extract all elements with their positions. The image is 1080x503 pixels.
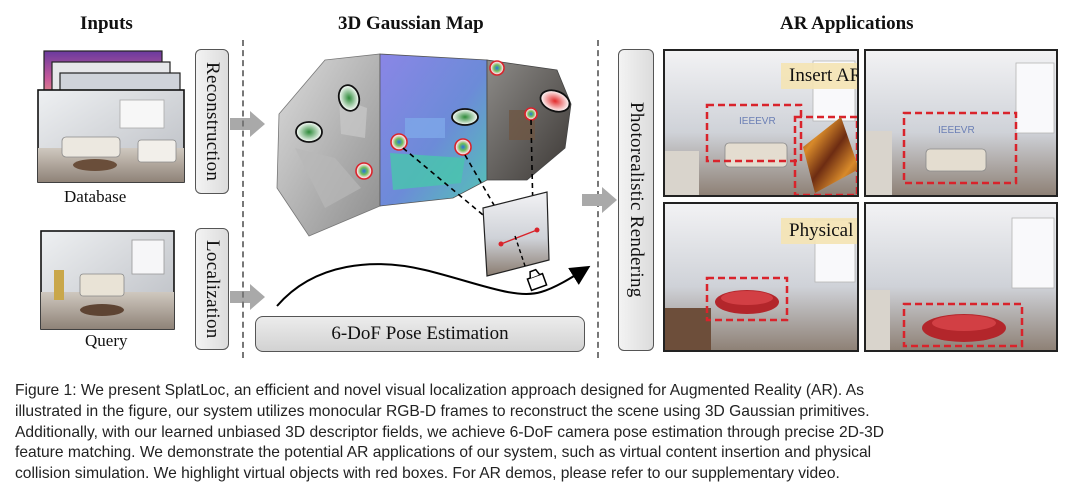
caption-line: feature matching. We demonstrate the pot… bbox=[15, 444, 872, 462]
watermark-text-2: IEEEVR bbox=[938, 125, 975, 136]
camera-trajectory bbox=[276, 263, 591, 307]
ar-panel-insert-2: IEEEVR bbox=[864, 49, 1058, 197]
left-divider bbox=[242, 40, 244, 358]
caption-line: Additionally, with our learned unbiased … bbox=[15, 423, 885, 441]
pose-estimation-box: 6-DoF Pose Estimation bbox=[255, 316, 585, 352]
reconstruction-text: Reconstruction bbox=[202, 61, 223, 182]
caption-line: collision simulation. We highlight virtu… bbox=[15, 465, 840, 483]
inputs-title: Inputs bbox=[80, 13, 133, 34]
camera-icon bbox=[526, 268, 548, 292]
gaussian-map bbox=[276, 53, 572, 277]
map-title: 3D Gaussian Map bbox=[338, 13, 484, 34]
localization-label: Localization bbox=[195, 228, 229, 350]
database-label: Database bbox=[64, 187, 127, 206]
localization-arrow bbox=[230, 284, 265, 310]
watermark-text-1: IEEEVR bbox=[739, 116, 776, 127]
caption-line: illustrated in the figure, our system ut… bbox=[15, 402, 870, 420]
ar-panel-collision-2 bbox=[864, 202, 1058, 352]
ar-title: AR Applications bbox=[780, 13, 914, 34]
reconstruction-arrow bbox=[230, 111, 265, 137]
reconstruction-label: Reconstruction bbox=[195, 49, 229, 194]
ar-panel-collision-1: Physical Collision bbox=[663, 202, 859, 352]
localization-text: Localization bbox=[202, 239, 223, 339]
caption-line: Figure 1: We present SplatLoc, an effici… bbox=[15, 382, 864, 399]
database-images bbox=[37, 50, 185, 183]
query-label: Query bbox=[85, 331, 128, 350]
insert-ar-objects-tag: Insert AR Objects bbox=[781, 63, 857, 89]
ar-panel-insert-1: IEEEVR Insert AR Objects bbox=[663, 49, 859, 197]
figure-caption: Figure 1: We present SplatLoc, an effici… bbox=[15, 381, 1070, 485]
mesh-view bbox=[276, 53, 381, 237]
rendering-arrow bbox=[582, 187, 617, 213]
photorealistic-rendering-label: Photorealistic Rendering bbox=[618, 49, 654, 351]
query-image bbox=[40, 230, 175, 330]
physical-collision-tag: Physical Collision bbox=[781, 218, 857, 244]
pose-estimation-label: 6-DoF Pose Estimation bbox=[331, 323, 509, 344]
figure-1: Inputs 3D Gaussian Map AR Applications D… bbox=[37, 13, 1058, 358]
photorealistic-rendering-text: Photorealistic Rendering bbox=[626, 102, 647, 298]
query-plane bbox=[482, 191, 550, 277]
